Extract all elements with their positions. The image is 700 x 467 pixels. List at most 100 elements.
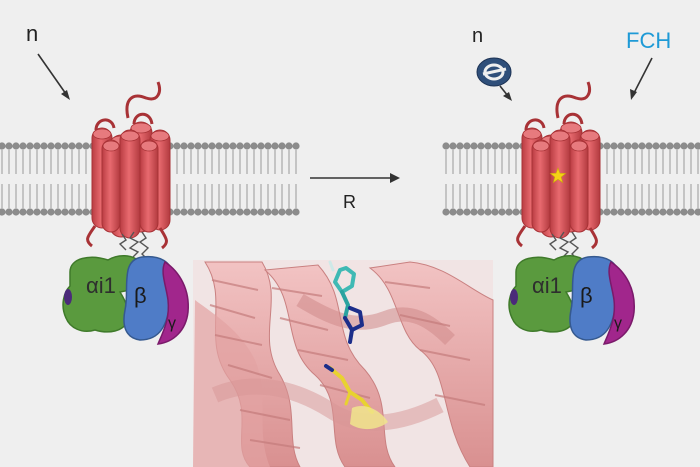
lipid-head: [243, 142, 251, 150]
lipid-head: [624, 142, 632, 150]
helix-cap: [560, 122, 582, 134]
lipid-head: [68, 142, 76, 150]
lipid-head: [19, 142, 27, 150]
lipid-head: [694, 208, 700, 216]
helix-cap: [522, 128, 542, 140]
lipid-head: [61, 208, 69, 216]
lipid-head: [673, 142, 681, 150]
intracellular-loops: [86, 225, 168, 250]
extracellular-loops: [94, 112, 154, 131]
antagonist-no-symbol-icon: [476, 57, 512, 87]
lipid-head: [5, 142, 13, 150]
residue-sticks: [324, 364, 374, 414]
lipid-head: [250, 142, 258, 150]
lipid-head: [215, 142, 223, 150]
reaction-arrow: [310, 173, 400, 183]
lipid-head: [54, 208, 62, 216]
lipid-head: [278, 142, 286, 150]
lipid-head: [5, 208, 13, 216]
right-ligand-label: n: [472, 25, 483, 47]
lipid-head: [463, 208, 471, 216]
lipid-head: [645, 208, 653, 216]
helix-cap: [120, 130, 140, 142]
lipid-head: [33, 208, 41, 216]
lipid-head: [617, 208, 625, 216]
lipid-head: [0, 208, 6, 216]
lipid-head: [624, 208, 632, 216]
agonist-arrow: [630, 57, 653, 100]
g-alpha-anchor: [510, 289, 518, 305]
lipid-head: [75, 208, 83, 216]
lipid-head: [652, 208, 660, 216]
lipid-head: [82, 142, 90, 150]
helix-stripes: [209, 279, 486, 449]
intracellular-loops: [516, 225, 598, 250]
lipid-head: [26, 208, 34, 216]
right-ligand-arrow: [499, 85, 512, 101]
lipid-head: [484, 208, 492, 216]
lipid-head: [236, 208, 244, 216]
lipid-head: [12, 142, 20, 150]
lipid-head: [680, 208, 688, 216]
lipid-head: [456, 208, 464, 216]
lipid-head: [292, 142, 300, 150]
lipid-head: [498, 208, 506, 216]
lipid-head: [222, 208, 230, 216]
lipid-head: [292, 208, 300, 216]
lipid-head: [194, 142, 202, 150]
lipid-head: [243, 208, 251, 216]
lipid-head: [470, 142, 478, 150]
lipid-head: [54, 142, 62, 150]
lipid-head: [603, 142, 611, 150]
lipid-head: [449, 142, 457, 150]
lipid-head: [491, 208, 499, 216]
receptor-left: [86, 81, 171, 261]
palmitoyl-linkers: [548, 231, 580, 261]
helix-cap: [532, 140, 550, 152]
helix-cap: [102, 140, 120, 152]
ligand-sticks: [328, 260, 364, 344]
lipid-head: [694, 142, 700, 150]
lipid-head: [449, 208, 457, 216]
g-protein-right: αi1 β γ: [508, 255, 635, 345]
transmembrane-helix: [531, 139, 551, 233]
lipid-head: [285, 142, 293, 150]
lipid-head: [250, 208, 258, 216]
lipid-head: [173, 142, 181, 150]
lipid-head: [659, 208, 667, 216]
lipid-head: [201, 142, 209, 150]
lipid-head: [505, 142, 513, 150]
left-ligand-label: n: [26, 21, 38, 46]
protein-structure-ribbon: [193, 260, 494, 467]
lipid-head: [180, 208, 188, 216]
beta-label: β: [580, 283, 593, 308]
alpha-label: αi1: [86, 273, 116, 298]
lipid-head: [33, 142, 41, 150]
lipid-head: [463, 142, 471, 150]
helix-cap: [130, 122, 152, 134]
lipid-head: [610, 208, 618, 216]
lipid-head: [491, 142, 499, 150]
lipid-head: [264, 142, 272, 150]
lipid-head: [631, 142, 639, 150]
lipid-head: [271, 142, 279, 150]
lipid-head: [484, 142, 492, 150]
lipid-head: [47, 142, 55, 150]
lipid-head: [40, 142, 48, 150]
lipid-head: [215, 208, 223, 216]
beta-label: β: [134, 283, 147, 308]
lipid-head: [187, 208, 195, 216]
lipid-head: [442, 142, 450, 150]
extracellular-loops: [524, 112, 584, 131]
lipid-head: [638, 142, 646, 150]
transmembrane-helix: [549, 129, 571, 239]
lipid-head: [229, 208, 237, 216]
lipid-head: [603, 208, 611, 216]
g-protein-left: αi1 β γ: [62, 255, 189, 345]
lipid-head: [652, 142, 660, 150]
g-alpha-anchor: [64, 289, 72, 305]
lipid-head: [285, 208, 293, 216]
lipid-head: [512, 208, 520, 216]
lipid-head: [229, 142, 237, 150]
